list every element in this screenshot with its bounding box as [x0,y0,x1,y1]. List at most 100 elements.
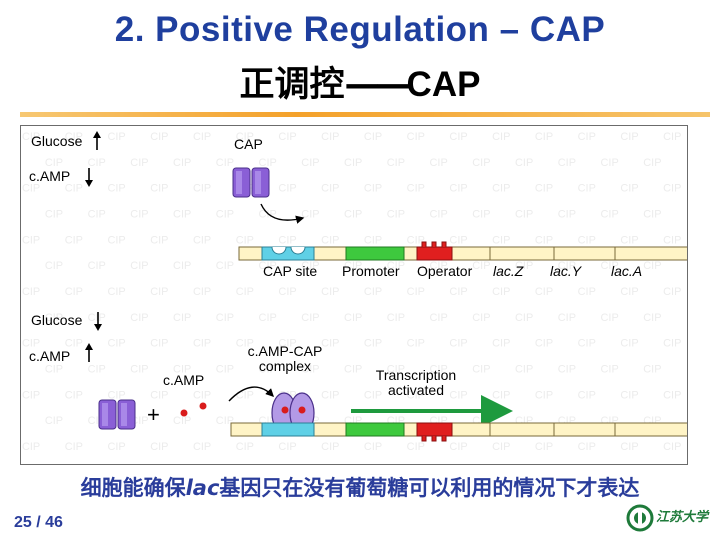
cap-curved-arrow [260,203,305,224]
watermark-word: CIP [173,312,191,324]
watermark-word: CIP [278,131,296,143]
watermark-word: CIP [193,441,211,453]
watermark-word: CIP [472,208,490,220]
watermark-word: CIP [663,183,681,195]
title-cn-suffix: CAP [406,65,481,104]
watermark-word: CIP [407,441,425,453]
watermark-word: CIP [344,364,362,376]
watermark-word: CIP [601,208,619,220]
watermark-word: CIP [643,260,661,272]
watermark-word: CIP [193,389,211,401]
watermark-word: CIP [236,441,254,453]
watermark-word: CIP [663,286,681,298]
lacy-label: lac.Y [550,263,582,279]
watermark-word: CIP [430,364,448,376]
watermark-word: CIP [558,208,576,220]
watermark-word: CIP [472,364,490,376]
camp-molecule-label: c.AMP [163,372,205,388]
watermark-word: CIP [130,312,148,324]
watermark-word: CIP [45,208,63,220]
watermark-word: CIP [173,260,191,272]
watermark-word: CIP [449,234,467,246]
watermark-word: CIP [515,260,533,272]
title-cn-dash: —— [344,65,411,105]
watermark-word: CIP [22,131,40,143]
watermark-word: CIP [449,131,467,143]
operator-top [416,246,453,261]
watermark-word: CIP [558,157,576,169]
caption-before: 细胞能确保 [80,476,186,500]
watermark-word: CIP [88,312,106,324]
watermark-word: CIP [387,260,405,272]
watermark-word: CIP [407,389,425,401]
watermark-word: CIP [620,389,638,401]
caption-after: 基因只在没有葡萄糖可以利用的情况下才表达 [219,476,640,500]
diagram-panel: CIP CIP CIP CIP CIP CIP CIP CIP CIP CIP CIP CIP CIP C… [20,125,688,465]
watermark-word: CIP [430,260,448,272]
watermark-word: CIP [344,312,362,324]
watermark-word: CIP [150,234,168,246]
watermark-word: CIP [472,312,490,324]
cap-site-bottom [261,422,315,437]
promoter-label: Promoter [342,263,400,279]
watermark-word: CIP [558,312,576,324]
watermark-word: CIP [620,183,638,195]
watermark-word: CIP [535,389,553,401]
watermark-word: CIP [387,208,405,220]
watermark-word: CIP [492,441,510,453]
glucose-down-arrow [94,312,102,331]
watermark-word: CIP [107,183,125,195]
watermark-word: CIP [578,286,596,298]
watermark-word: CIP [535,441,553,453]
watermark-word: CIP [535,183,553,195]
watermark-word: CIP [620,234,638,246]
watermark-word: CIP [407,234,425,246]
watermark-word: CIP [620,441,638,453]
watermark-word: CIP [535,338,553,350]
slide-caption: 细胞能确保lac基因只在没有葡萄糖可以利用的情况下才表达 [0,472,720,502]
watermark-word: CIP [515,208,533,220]
watermark-word: CIP [65,389,83,401]
complex-label-line2: complex [258,358,312,374]
watermark-word: CIP [259,260,277,272]
watermark-word: CIP [558,364,576,376]
camp-dot [180,409,188,417]
watermark-word: CIP [107,389,125,401]
watermark-word: CIP [620,131,638,143]
watermark-word: CIP [430,157,448,169]
watermark-word: CIP [45,415,63,427]
watermark-word: CIP [407,131,425,143]
camp-label-top: c.AMP [29,168,71,184]
watermark-word: CIP [601,157,619,169]
watermark-word: CIP [492,338,510,350]
watermark-word: CIP [22,389,40,401]
watermark-word: CIP [130,364,148,376]
watermark-word: CIP [150,389,168,401]
operator-bottom [416,422,453,437]
watermark-word: CIP [193,131,211,143]
watermark-word: CIP [301,312,319,324]
watermark-word: CIP [472,260,490,272]
watermark-word: CIP [150,131,168,143]
plus-sign: + [147,402,160,427]
watermark-word: CIP [321,286,339,298]
camp-label-bottom: c.AMP [29,348,71,364]
caption-italic: lac [185,476,220,500]
watermark-word: CIP [130,260,148,272]
watermark-word: CIP [407,286,425,298]
watermark-word: CIP [663,338,681,350]
watermark-word: CIP [107,286,125,298]
watermark-word: CIP [515,312,533,324]
university-logo-icon [626,504,654,532]
watermark-word: CIP [65,441,83,453]
complex-curved-arrow [228,386,274,402]
watermark-word: CIP [578,183,596,195]
watermark-word: CIP [364,183,382,195]
watermark-word: CIP [65,234,83,246]
watermark-word: CIP [558,260,576,272]
watermark-word: CIP [407,183,425,195]
watermark-word: CIP [193,286,211,298]
watermark-word: CIP [387,364,405,376]
glucose-label-bottom: Glucose [31,312,83,328]
watermark-word: CIP [364,441,382,453]
